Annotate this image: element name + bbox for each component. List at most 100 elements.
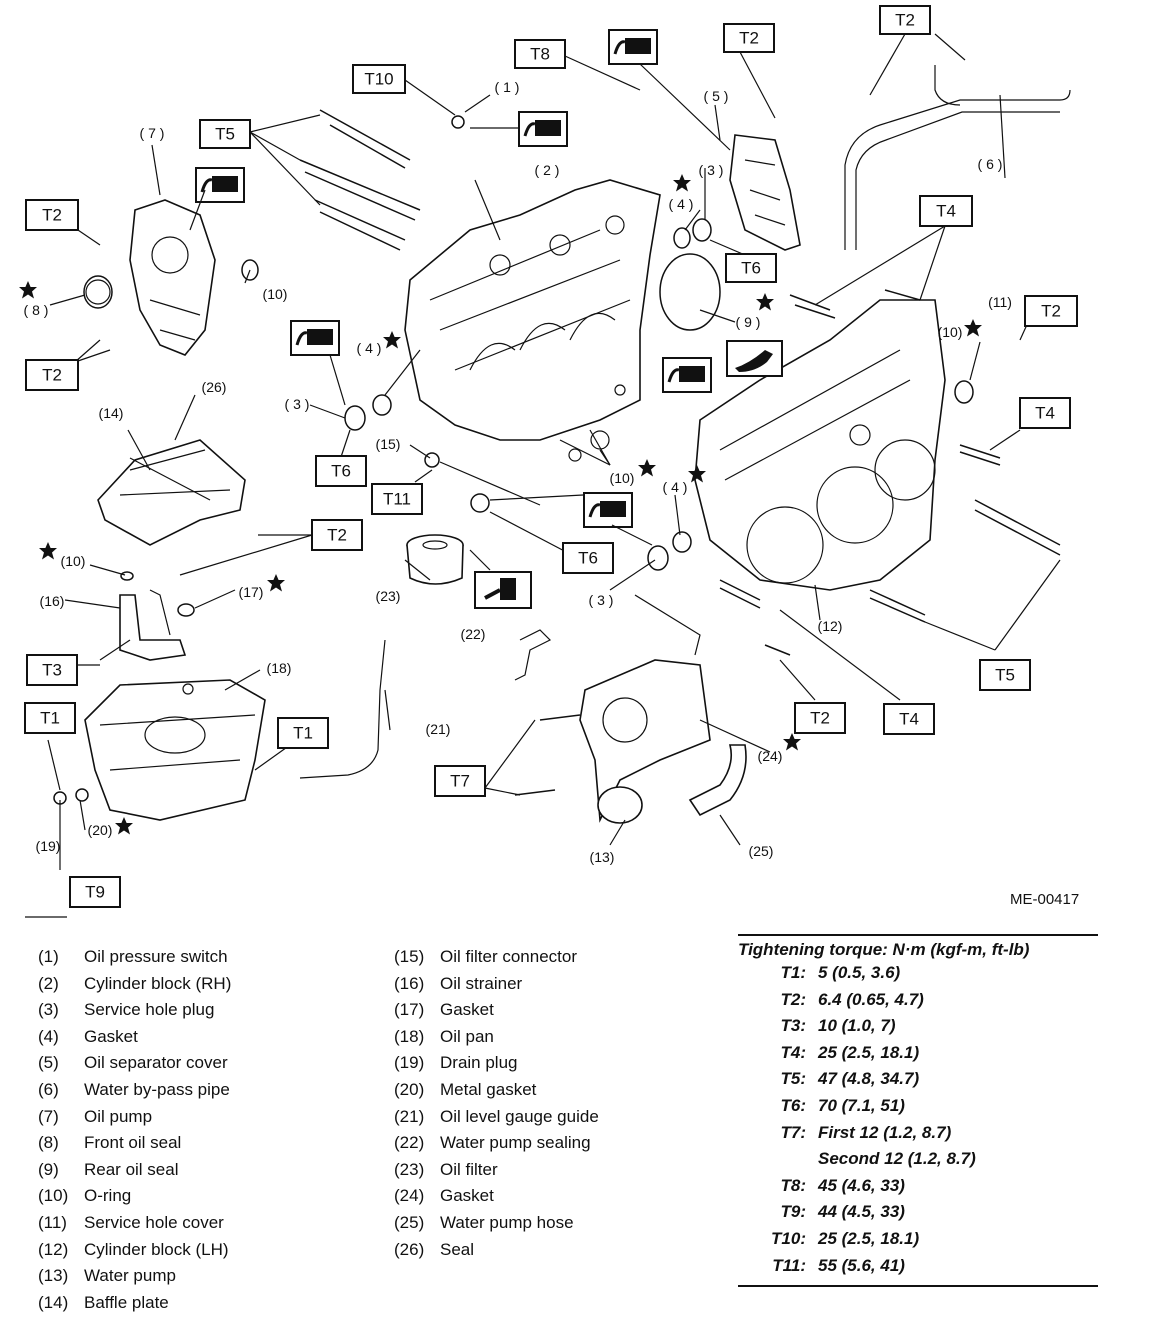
parts-list-item: (9)Rear oil seal <box>38 1157 231 1184</box>
svg-text:T2: T2 <box>327 526 347 545</box>
svg-text:T2: T2 <box>810 709 830 728</box>
torque-box: T3 <box>26 654 78 686</box>
svg-text:T2: T2 <box>895 11 915 30</box>
svg-text:T4: T4 <box>899 710 919 729</box>
torque-key: T11: <box>772 1255 806 1275</box>
part-name: Oil filter <box>440 1159 498 1179</box>
part-name: Gasket <box>440 1000 494 1020</box>
leader-lines <box>25 33 1061 918</box>
torque-box: T5 <box>199 119 251 149</box>
callout-14: (14) <box>99 405 124 421</box>
part-name: Gasket <box>84 1026 138 1046</box>
svg-text:T3: T3 <box>42 661 62 680</box>
part-number: (11) <box>38 1212 67 1232</box>
torque-value: 5 (0.5, 3.6) <box>818 963 901 982</box>
callout-4: ( 4 ) <box>669 196 694 212</box>
parts-list-item: (26)Seal <box>394 1237 599 1264</box>
part-name: Oil level gauge guide <box>440 1106 599 1126</box>
water-pump <box>579 659 711 824</box>
svg-text:T2: T2 <box>42 366 62 385</box>
tightening-torque-table: Tightening torque: N·m (kgf-m, ft-lb) T1… <box>738 934 1098 1288</box>
callout-10: (10) <box>263 286 288 302</box>
torque-box: T6 <box>562 542 614 574</box>
parts-list-item: (14)Baffle plate <box>38 1290 231 1317</box>
parts-list-item: (15)Oil filter connector <box>394 944 599 971</box>
star-icon <box>19 281 37 299</box>
oil-filter <box>406 534 464 585</box>
torque-box: T2 <box>25 359 79 391</box>
part-number: (25) <box>394 1212 425 1232</box>
callout-10: (10) <box>610 470 635 486</box>
part-name: Oil pump <box>84 1106 153 1126</box>
liquid-gasket-icon <box>607 28 659 66</box>
torque-box: T10 <box>352 64 406 94</box>
torque-key: T9: <box>780 1202 807 1222</box>
small-seals <box>53 115 974 805</box>
callout-9: ( 9 ) <box>736 314 761 330</box>
part-name: Oil strainer <box>440 973 523 993</box>
parts-list-item: (3)Service hole plug <box>38 997 231 1024</box>
parts-list-item: (23)Oil filter <box>394 1157 599 1184</box>
torque-value: 55 (5.6, 41) <box>818 1255 905 1275</box>
torque-value: 47 (4.8, 34.7) <box>818 1069 920 1089</box>
parts-list-item: (12)Cylinder block (LH) <box>38 1237 231 1264</box>
svg-text:T4: T4 <box>1035 404 1055 423</box>
callout-6: ( 6 ) <box>978 156 1003 172</box>
torque-box: T5 <box>979 659 1031 691</box>
exploded-engine-diagram: T10 T5 T8 T2 T2 T2 T2 T4 T2 T4 T6 T6 T11… <box>19 5 1079 918</box>
callout-21: (21) <box>426 721 451 737</box>
torque-box: T2 <box>879 5 931 35</box>
torque-row: T9:44 (4.5, 33) <box>738 1199 1098 1226</box>
torque-row: T4:25 (2.5, 18.1) <box>738 1040 1098 1067</box>
part-number: (14) <box>38 1292 69 1312</box>
torque-box: T2 <box>794 702 846 734</box>
parts-list-item: (20)Metal gasket <box>394 1077 599 1104</box>
torque-box: T9 <box>69 876 121 908</box>
torque-key: T8: <box>780 1175 807 1195</box>
parts-list-item: (25)Water pump hose <box>394 1210 599 1237</box>
part-name: Water pump <box>84 1266 176 1286</box>
parts-list-item: (1)Oil pressure switch <box>38 944 231 971</box>
svg-text:T7: T7 <box>450 772 470 791</box>
part-callouts: ( 1 ) ( 2 ) ( 3 ) ( 4 ) ( 5 ) ( 6 ) ( 7 … <box>24 79 1012 865</box>
torque-row: T6:70 (7.1, 51) <box>738 1093 1098 1120</box>
part-number: (21) <box>394 1106 425 1126</box>
callout-7: ( 7 ) <box>140 125 165 141</box>
svg-text:T1: T1 <box>293 724 313 743</box>
water-pump-hose <box>688 744 747 817</box>
callout-8: ( 8 ) <box>24 302 49 318</box>
part-name: Water by-pass pipe <box>84 1079 230 1099</box>
torque-box: T2 <box>723 23 775 53</box>
part-number: (5) <box>38 1053 59 1073</box>
parts-list-item: (7)Oil pump <box>38 1104 231 1131</box>
svg-text:T2: T2 <box>739 29 759 48</box>
svg-text:T11: T11 <box>383 490 411 509</box>
torque-row: T7:First 12 (1.2, 8.7) Second 12 (1.2, 8… <box>738 1120 1098 1173</box>
torque-key: T4: <box>780 1042 807 1062</box>
star-icon <box>783 733 801 751</box>
callout-17: (17) <box>239 584 264 600</box>
torque-box: T6 <box>725 253 777 283</box>
torque-box: T8 <box>514 39 566 69</box>
torque-box: T11 <box>371 483 423 515</box>
part-number: (16) <box>394 973 425 993</box>
callout-19: (19) <box>36 838 61 854</box>
star-icon <box>267 574 285 592</box>
svg-text:T9: T9 <box>85 883 105 902</box>
torque-value: 6.4 (0.65, 4.7) <box>818 989 924 1009</box>
part-number: (12) <box>38 1239 69 1259</box>
parts-list-item: (2)Cylinder block (RH) <box>38 971 231 998</box>
baffle-plate <box>97 439 246 546</box>
torque-box: T1 <box>24 702 76 734</box>
parts-list-item: (5)Oil separator cover <box>38 1050 231 1077</box>
parts-list-item: (4)Gasket <box>38 1024 231 1051</box>
part-name: Water pump sealing <box>440 1133 591 1153</box>
torque-row: T3:10 (1.0, 7) <box>738 1013 1098 1040</box>
parts-list-column-1: (1)Oil pressure switch(2)Cylinder block … <box>38 944 231 1316</box>
liquid-gasket-icon <box>582 491 634 529</box>
torque-value: 70 (7.1, 51) <box>818 1095 905 1115</box>
callout-10: (10) <box>938 324 963 340</box>
figure-code: ME-00417 <box>1010 891 1079 908</box>
torque-key: T5: <box>780 1069 807 1089</box>
torque-row: T5: 47 (4.8, 34.7) <box>738 1066 1098 1093</box>
